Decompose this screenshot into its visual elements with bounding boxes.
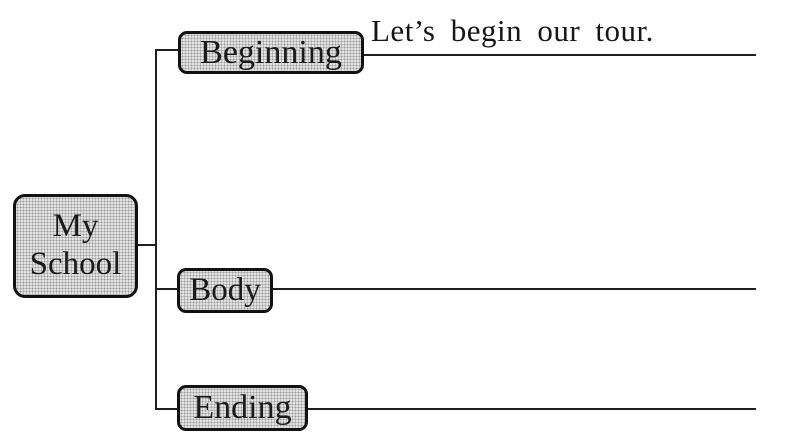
ending-writing-line <box>306 408 756 410</box>
node-beginning: Beginning <box>178 31 364 74</box>
root-label-line2: School <box>29 246 122 282</box>
body-connector-line <box>155 288 179 290</box>
beginning-connector-line <box>155 49 180 51</box>
node-ending: Ending <box>177 385 308 431</box>
root-label-line1: My <box>52 208 99 245</box>
body-label: Body <box>189 272 261 309</box>
beginning-annotation-text: Let’s begin our tour. <box>371 13 654 48</box>
beginning-writing-line <box>362 54 756 56</box>
ending-label: Ending <box>193 389 292 427</box>
trunk-line <box>155 49 157 410</box>
beginning-label: Beginning <box>200 33 342 71</box>
node-my-school: My School <box>13 194 138 298</box>
body-writing-line <box>271 288 756 290</box>
node-body: Body <box>177 268 273 313</box>
ending-connector-line <box>155 408 179 410</box>
root-connector-line <box>136 244 156 246</box>
